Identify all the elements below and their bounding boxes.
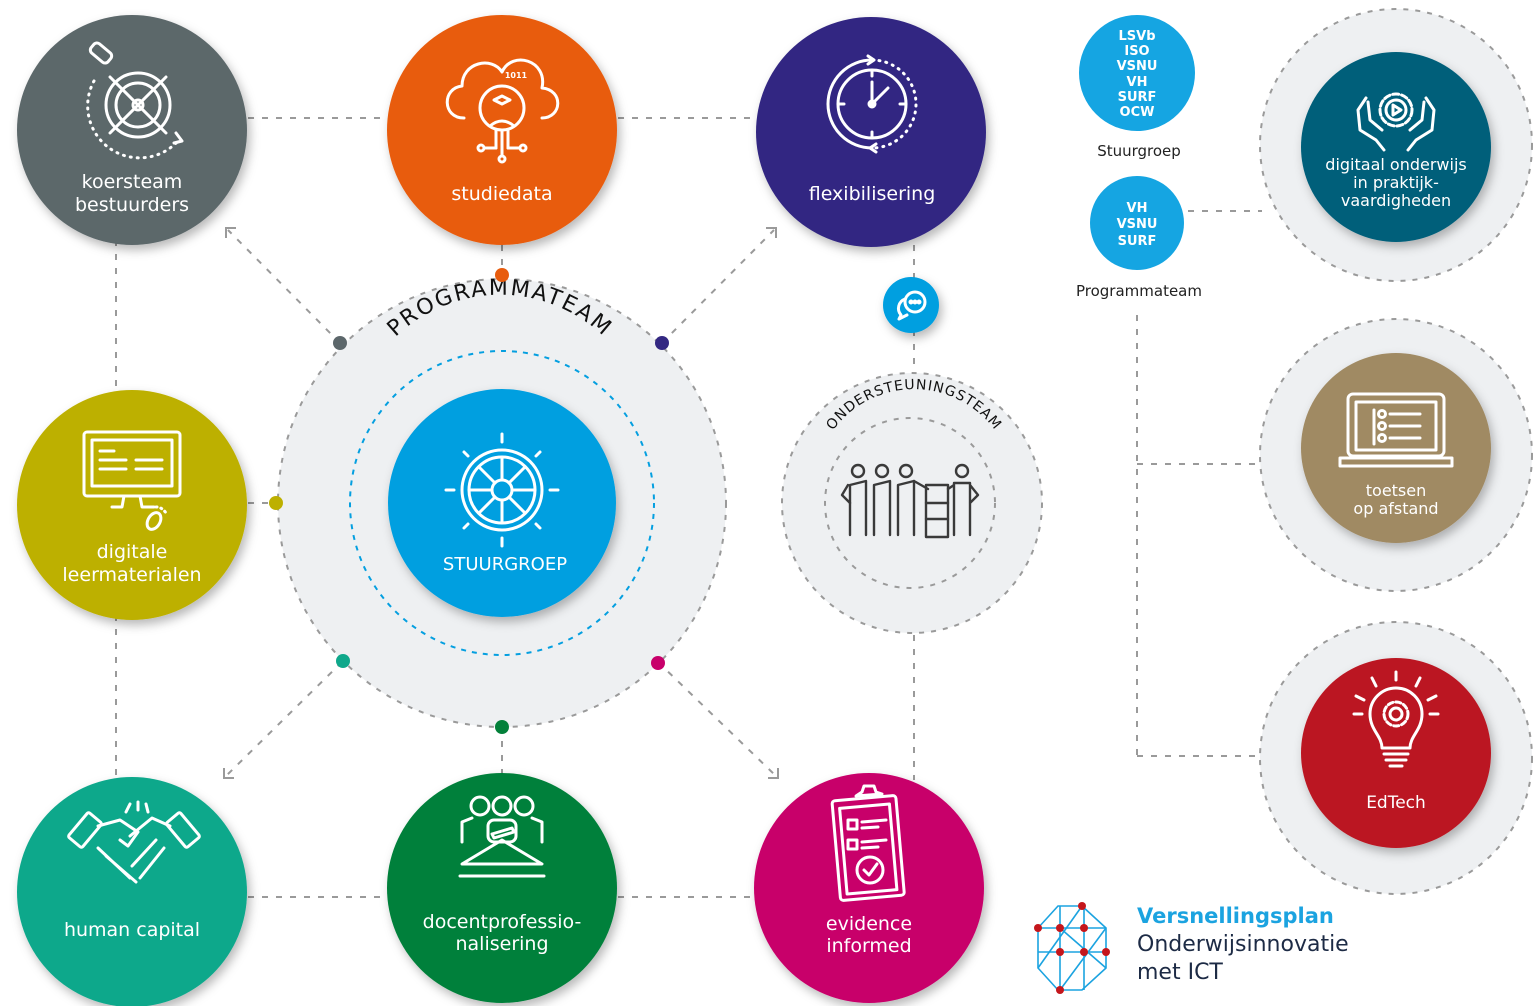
hands-gear-play-icon [1356, 92, 1436, 152]
arrowhead-human [223, 768, 234, 779]
dot-docent [495, 720, 509, 734]
clipboard-check-icon [830, 784, 906, 902]
support-inner-ring [824, 417, 996, 589]
team-cabinet-icon [840, 463, 980, 539]
programmateam-ring: PROGRAMMATEAM STUURGROEP [269, 268, 727, 734]
legend-stuurgroep: LSVb ISO VSNU VH SURF OCW Stuurgroep [1079, 15, 1195, 160]
arrow-to-koersteam [227, 229, 341, 344]
lightbulb-gear-icon [1352, 670, 1440, 768]
digitaal-praktijk-label-3: vaardigheden [1341, 191, 1451, 210]
monitor-mouse-icon [82, 430, 182, 531]
digitaal-praktijk-circle[interactable] [1301, 52, 1491, 242]
stuurgroep-members-circle[interactable] [1079, 15, 1195, 131]
arrowhead-flexibilisering [766, 227, 777, 238]
zone-edtech[interactable]: EdTech [1259, 621, 1533, 895]
chat-bubbles-icon [896, 290, 927, 321]
stuurgroep-member: VSNU [1117, 59, 1158, 74]
arrow-to-human [225, 661, 343, 777]
human-label: human capital [64, 919, 200, 941]
laptop-quiz-icon [1338, 392, 1454, 468]
stuurgroep-member: VH [1127, 75, 1148, 90]
programmateam-member: VH [1127, 201, 1148, 216]
stuurgroep-member: LSVb [1118, 29, 1155, 44]
studiedata-label: studiedata [451, 183, 552, 205]
stuurgroep-dashed-ring [349, 350, 655, 656]
chat-bubble[interactable] [883, 277, 939, 333]
logo-subtitle-2: met ICT [1137, 960, 1223, 985]
arrowhead-koersteam [225, 227, 236, 238]
evidence-circle[interactable] [754, 773, 984, 1003]
human-circle[interactable] [17, 777, 247, 1006]
logo-subtitle-1: Onderwijsinnovatie [1137, 932, 1349, 957]
dot-evidence [651, 656, 665, 670]
docent-label-2: nalisering [455, 933, 548, 955]
toetsen-label-2: op afstand [1353, 499, 1438, 518]
compass-icon [86, 41, 184, 160]
dot-koersteam [333, 336, 347, 350]
stuurgroep-member: SURF [1118, 90, 1157, 105]
digitale-circle[interactable] [17, 390, 247, 620]
support-halo [781, 372, 1043, 634]
dot-digitale [269, 496, 283, 510]
dot-human [336, 654, 350, 668]
docent-circle[interactable] [387, 773, 617, 1003]
arrow-to-flexibilisering [661, 229, 775, 344]
network-octagon-logo-icon [1034, 902, 1110, 994]
toetsen-label-1: toetsen [1366, 481, 1427, 500]
legend-programmateam: VH VSNU SURF Programmateam [1076, 176, 1202, 300]
programmateam-members-circle[interactable] [1090, 176, 1184, 270]
theme-human[interactable]: human capital [17, 777, 247, 1006]
theme-flexibilisering[interactable]: flexibilisering [756, 17, 986, 247]
programmateam-caption: Programmateam [1076, 282, 1202, 300]
zone-digitaal-praktijk[interactable]: digitaal onderwijs in praktijk- vaardigh… [1259, 8, 1533, 282]
digitaal-praktijk-label-2: in praktijk- [1353, 173, 1439, 192]
versnellingsplan-logo[interactable]: Versnellingsplan Onderwijsinnovatie met … [1034, 902, 1349, 994]
programmateam-member: SURF [1118, 234, 1157, 249]
dot-studiedata [495, 268, 509, 282]
handshake-icon [67, 800, 201, 884]
evidence-label-1: evidence [826, 913, 912, 935]
meeting-table-icon [458, 795, 546, 878]
stuurgroep-member: ISO [1124, 44, 1149, 59]
programmateam-member: VSNU [1117, 217, 1158, 232]
connectors [115, 117, 1262, 898]
zone-toetsen[interactable]: toetsen op afstand [1259, 318, 1533, 592]
logo-title: Versnellingsplan [1137, 904, 1334, 928]
dot-flexibilisering [655, 336, 669, 350]
arrow-to-evidence [657, 661, 777, 777]
edtech-label: EdTech [1366, 793, 1426, 813]
stuurgroep-member: OCW [1120, 105, 1155, 120]
ondersteuningsteam[interactable]: ONDERSTEUNINGSTEAM [781, 372, 1043, 634]
stuurgroep-caption: Stuurgroep [1097, 142, 1181, 160]
chat-circle[interactable] [883, 277, 939, 333]
stuurgroep-label: STUURGROEP [443, 554, 567, 575]
clock-cycle-icon [826, 54, 918, 154]
koersteam-circle[interactable] [17, 15, 247, 245]
evidence-label-2: informed [826, 935, 911, 957]
koersteam-label-2: bestuurders [75, 194, 189, 216]
theme-digitale[interactable]: digitale leermaterialen [17, 390, 247, 620]
digitale-label-2: leermaterialen [62, 564, 201, 586]
digitaal-praktijk-label-1: digitaal onderwijs [1325, 155, 1466, 174]
digitale-label-1: digitale [97, 541, 168, 563]
cloud-student-data-icon [445, 58, 560, 164]
arrowhead-evidence [768, 768, 779, 779]
theme-koersteam[interactable]: koersteam bestuurders [17, 15, 247, 245]
koersteam-label-1: koersteam [82, 171, 183, 193]
theme-studiedata[interactable]: 1011 studiedata [387, 15, 617, 245]
theme-docent[interactable]: docentprofessio- nalisering [387, 773, 617, 1003]
docent-label-1: docentprofessio- [423, 911, 582, 933]
ship-wheel-icon [444, 432, 560, 548]
flexibilisering-label: flexibilisering [809, 183, 936, 205]
binary-digits-decoration: 1011 [505, 71, 528, 80]
theme-evidence[interactable]: evidence informed [754, 773, 984, 1003]
